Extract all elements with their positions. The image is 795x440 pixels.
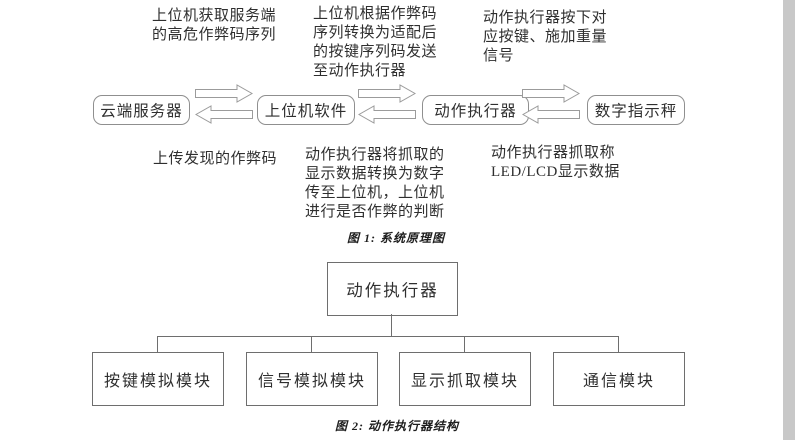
annotation-actuator-to-scale: 动作执行器按下对 应按键、施加重量 信号 [483,10,608,64]
annotation-cloud-to-host: 上位机获取服务端 的高危作弊码序列 [152,8,277,43]
node-digital-scale: 数字指示秤 [587,95,685,125]
arrow-left-icon [195,105,253,124]
arrow-pair-1 [195,84,253,124]
tree-drop-line-3 [464,337,465,352]
arrow-left-icon [522,105,580,124]
arrow-right-icon [358,84,416,103]
tree-module-display-capture: 显示抓取模块 [399,352,531,406]
tree-horizontal-line [157,336,619,337]
tree-riser-line [391,314,392,336]
tree-module-communication: 通信模块 [553,352,685,406]
figure2-caption: 图 2: 动作执行器结构 [335,419,459,433]
tree-drop-line-4 [618,337,619,352]
node-cloud-server: 云端服务器 [93,95,190,125]
figure1-caption: 图 1: 系统原理图 [347,231,445,245]
tree-drop-line-1 [157,337,158,352]
node-action-executor: 动作执行器 [422,95,529,125]
annotation-display-data-judge: 动作执行器将抓取的 显示数据转换为数字 传至上位机，上位机 进行是否作弊的判断 [305,147,445,220]
arrow-right-icon [522,84,580,103]
tree-module-key-simulation: 按键模拟模块 [92,352,224,406]
annotation-host-to-actuator: 上位机根据作弊码 序列转换为适配后 的按键序列码发送 至动作执行器 [313,6,438,79]
arrow-pair-2 [358,84,416,124]
arrow-right-icon [195,84,253,103]
arrow-pair-3 [522,84,580,124]
scrollbar-track[interactable] [783,0,795,440]
node-host-software: 上位机软件 [257,95,355,125]
tree-root-action-executor: 动作执行器 [327,262,458,316]
annotation-upload-cheat-code: 上传发现的作弊码 [153,151,278,167]
tree-module-signal-simulation: 信号模拟模块 [246,352,378,406]
arrow-left-icon [358,105,416,124]
tree-drop-line-2 [311,337,312,352]
annotation-grab-display-data: 动作执行器抓取称 LED/LCD显示数据 [491,145,620,180]
